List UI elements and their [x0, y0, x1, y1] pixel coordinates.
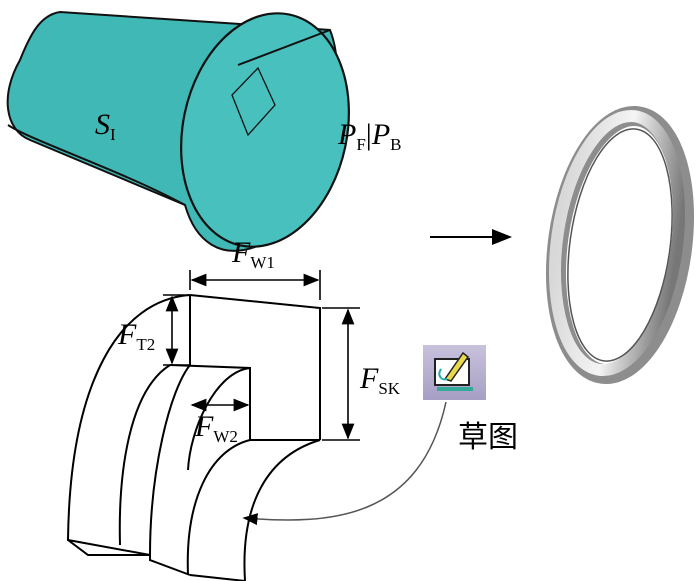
sketch-pointer-arrow [242, 401, 447, 526]
sketch-label: 草图 [458, 420, 518, 455]
ring-part [545, 105, 695, 385]
dimensions [163, 270, 360, 441]
surface-si [6, 10, 350, 252]
label-fsk: FSK [360, 362, 401, 398]
label-si: SI [95, 108, 116, 144]
label-fw1: FW1 [232, 236, 275, 272]
label-ft2: FT2 [118, 318, 156, 354]
label-fw2: FW2 [195, 410, 238, 446]
sweep-block [66, 294, 321, 581]
sketch-icon[interactable] [423, 345, 486, 400]
plane-pf-pb [180, 12, 350, 248]
label-pf-pb: PF|PB [338, 118, 402, 154]
